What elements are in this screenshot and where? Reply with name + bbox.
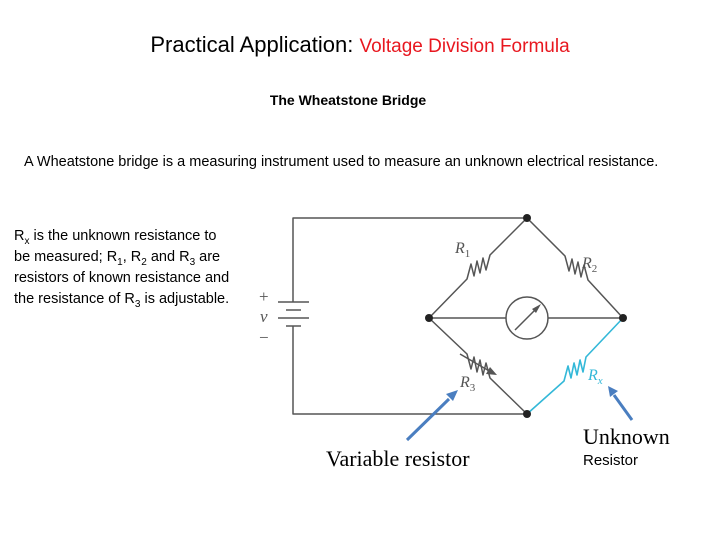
title-highlight: Voltage Division Formula bbox=[359, 36, 570, 57]
title-prefix: Practical Application: bbox=[150, 32, 354, 57]
intro-paragraph: A Wheatstone bridge is a measuring instr… bbox=[24, 154, 659, 170]
rx-resistor bbox=[526, 317, 624, 415]
rx-label: Rx bbox=[587, 367, 603, 387]
r3-adjust-line bbox=[459, 353, 492, 373]
bottom-wire bbox=[292, 333, 527, 415]
r1-label: R1 bbox=[454, 240, 470, 260]
node-left bbox=[425, 314, 433, 322]
slide-title: Practical Application: Voltage Division … bbox=[0, 32, 720, 58]
r3-label: R3 bbox=[459, 374, 476, 394]
slide-subtitle: The Wheatstone Bridge bbox=[269, 92, 427, 108]
description-paragraph: Rx is the unknown resistance to be measu… bbox=[14, 228, 230, 310]
r1-resistor bbox=[428, 217, 528, 319]
node-right bbox=[619, 314, 627, 322]
variable-resistor-arrow-line bbox=[405, 397, 451, 442]
variable-resistor-arrowhead bbox=[446, 390, 458, 401]
unknown-resistor-arrow-line bbox=[612, 394, 634, 421]
r2-resistor bbox=[526, 217, 624, 319]
source-minus-label: − bbox=[259, 328, 269, 347]
top-wire bbox=[292, 217, 527, 291]
source-plus-label: + bbox=[259, 287, 269, 306]
galvanometer-needle bbox=[514, 307, 538, 331]
node-bottom bbox=[523, 410, 531, 418]
r2-label: R2 bbox=[581, 255, 597, 275]
unknown-resistor-arrowhead bbox=[608, 386, 618, 397]
source-voltage-label: v bbox=[260, 307, 268, 326]
r3-adjust-arrowhead bbox=[486, 367, 497, 375]
variable-resistor-label: Variable resistor bbox=[326, 446, 470, 471]
unknown-label: Unknown bbox=[583, 424, 670, 449]
resistor-label: Resistor bbox=[583, 452, 639, 469]
node-top bbox=[523, 214, 531, 222]
galvanometer-needle-tip bbox=[532, 304, 541, 313]
galvanometer-body bbox=[505, 296, 549, 340]
